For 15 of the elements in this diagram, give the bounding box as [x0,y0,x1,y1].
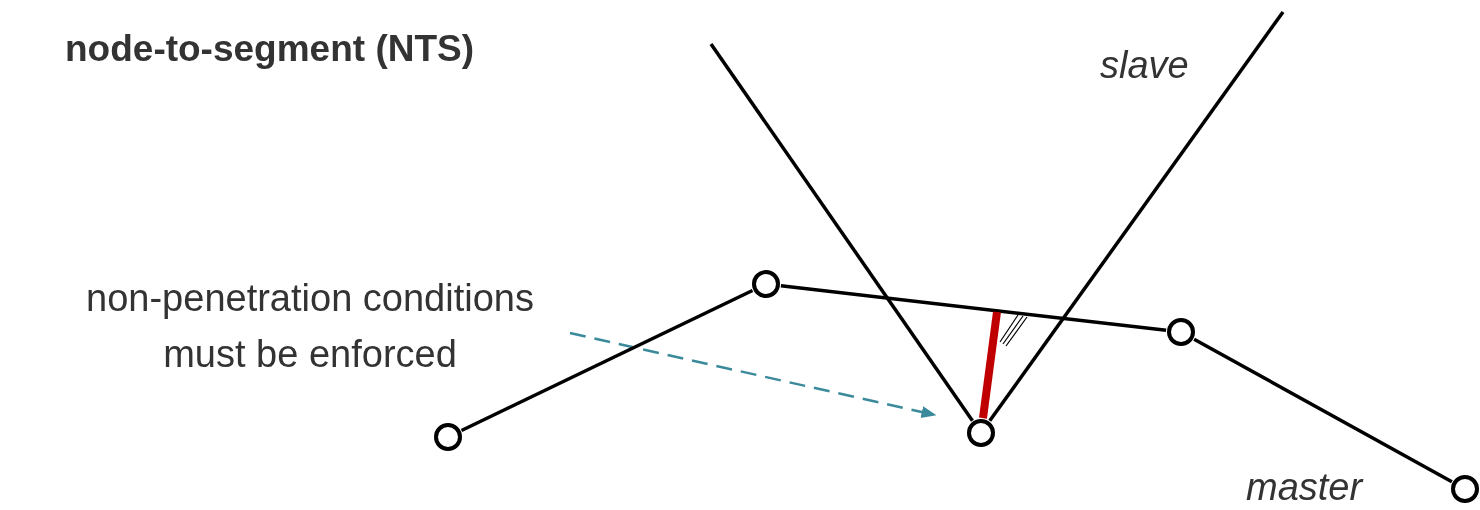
line-segment [780,284,1167,332]
part-label: master [1246,466,1363,509]
line-segment [1193,337,1453,484]
diagram-title: node-to-segment (NTS) [65,28,475,70]
node-circle [1451,475,1479,503]
node-circle [1167,318,1195,346]
node-circle [967,419,995,447]
node-circle [434,423,462,451]
line-segment [709,43,974,422]
line-segment [988,10,1285,422]
node-circle [752,270,780,298]
arrow [569,331,937,418]
part-label: slave [1100,44,1189,87]
annotation-text: non-penetration conditions must be enforced [50,270,570,382]
line-segment [460,288,754,433]
